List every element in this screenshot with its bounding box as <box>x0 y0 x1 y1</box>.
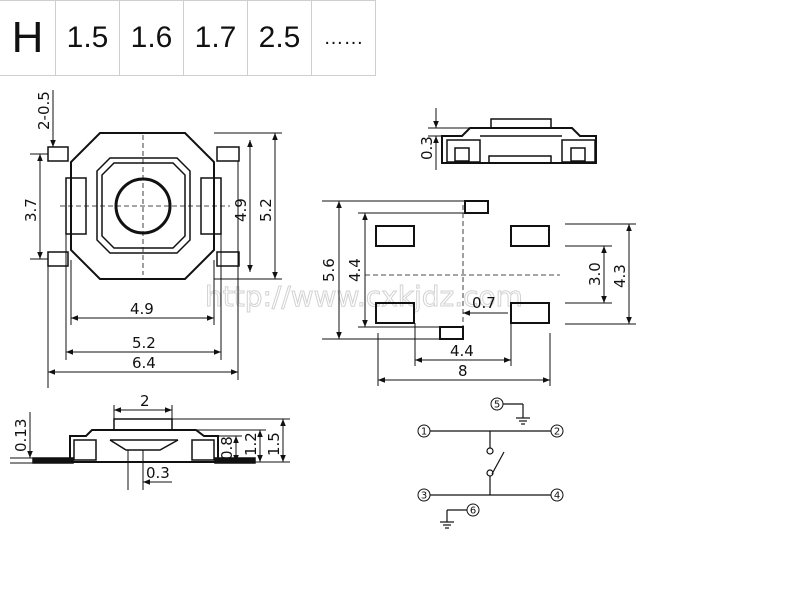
dim-thickness: 0.3 <box>418 136 436 160</box>
dim-inner-height: 4.9 <box>232 198 250 222</box>
dim-body-height: 5.2 <box>257 198 275 222</box>
pin-1-marker <box>417 424 431 438</box>
pin-4-marker <box>550 488 564 502</box>
pin-3-label: 3 <box>421 491 427 502</box>
pin-6-label: 6 <box>470 506 476 517</box>
switch-schematic <box>430 403 551 529</box>
side-view-lower-dims <box>10 405 290 490</box>
dim-overall-width: 6.4 <box>132 354 156 372</box>
height-option-4: 2.5 <box>248 0 312 76</box>
dim-lead-thickness: 0.13 <box>12 419 30 452</box>
dim-body-width: 5.2 <box>132 334 156 352</box>
pcb-pad-top <box>464 200 489 214</box>
dim-height-2: 1.5 <box>265 432 283 456</box>
dim-pcb-inner-height: 4.4 <box>346 258 364 282</box>
height-option-2: 1.6 <box>120 0 184 76</box>
pin-2-label: 2 <box>554 427 560 438</box>
dim-pitch: 3.7 <box>22 198 40 222</box>
pcb-dimensions <box>322 200 636 386</box>
dim-pad-width: 0.7 <box>472 294 496 312</box>
dim-actuator-width: 2 <box>140 392 150 410</box>
pin-5-marker <box>490 397 504 411</box>
pin-2-marker <box>550 424 564 438</box>
pin-4-label: 4 <box>554 491 560 502</box>
dim-offset: 0.3 <box>146 464 170 482</box>
dim-lead-length: 2-0.5 <box>35 91 53 130</box>
pcb-pad-3 <box>375 302 415 324</box>
dim-pad-spacing-x: 4.4 <box>450 342 474 360</box>
height-symbol: H <box>0 0 56 76</box>
pin-5-label: 5 <box>494 400 500 411</box>
height-option-3: 1.7 <box>184 0 248 76</box>
dim-pad-span-y: 4.3 <box>611 264 629 288</box>
pcb-centerlines <box>365 205 560 335</box>
pcb-layout <box>375 200 550 340</box>
pin-3-marker <box>417 488 431 502</box>
height-option-1: 1.5 <box>56 0 120 76</box>
height-option-more: …… <box>312 0 376 76</box>
pin-6-marker <box>466 503 480 517</box>
pin-1-label: 1 <box>421 427 427 438</box>
pcb-pad-2 <box>510 225 550 247</box>
dim-pcb-overall-width: 8 <box>458 362 468 380</box>
pcb-pad-1 <box>375 225 415 247</box>
top-view-centerlines <box>60 135 230 275</box>
dim-pad-pitch-y: 3.0 <box>586 262 604 286</box>
side-view-upper-dims <box>428 108 470 170</box>
schematic-pins <box>417 397 564 517</box>
pcb-pad-bottom <box>439 326 464 340</box>
side-view-upper <box>441 118 597 164</box>
dim-body-height-side: 0.8 <box>218 436 236 460</box>
top-view-dimensions <box>30 90 282 388</box>
dim-inner-width: 4.9 <box>130 300 154 318</box>
dim-pcb-outer-height: 5.6 <box>320 258 338 282</box>
pcb-pad-4 <box>510 302 550 324</box>
height-option-table: H 1.5 1.6 1.7 2.5 …… <box>0 0 376 78</box>
dim-height-1: 1.2 <box>242 432 260 456</box>
